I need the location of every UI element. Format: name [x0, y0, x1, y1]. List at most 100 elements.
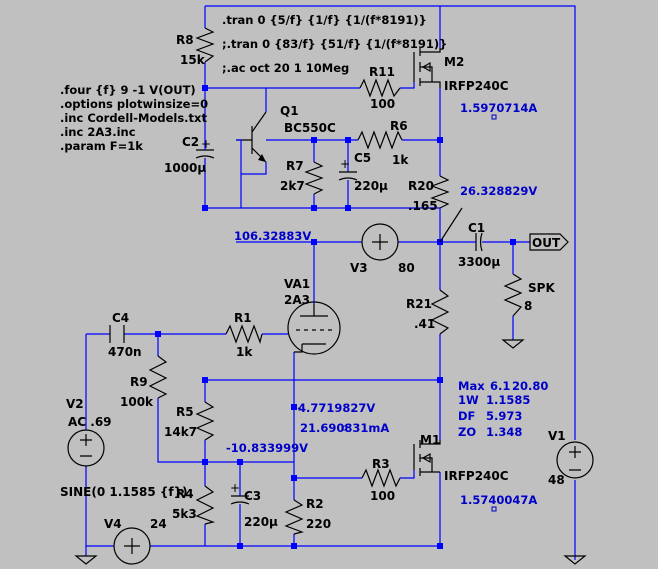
q1-transistor — [236, 111, 267, 174]
q1-name: Q1 — [280, 104, 299, 118]
c5-value: 220µ — [354, 179, 388, 193]
r21-resistor — [430, 289, 450, 335]
c1-value: 3300µ — [458, 255, 500, 269]
r5-value: 14k7 — [164, 425, 197, 439]
r1-resistor — [225, 324, 263, 345]
r7-value: 2k7 — [280, 179, 305, 193]
options-directive: .options plotwinsize=0 — [60, 97, 208, 111]
v4-value: 24 — [150, 517, 167, 531]
v2-value: AC .69 — [68, 415, 112, 429]
stats-block: Max 6.1 20.80 1W 1.1585 DF 5.973 ZO 1.34… — [458, 379, 548, 439]
r20-value: .165 — [408, 199, 438, 213]
r7-name: R7 — [286, 159, 304, 173]
r21-value: .41 — [414, 317, 435, 331]
m1-current: 1.5740047A — [460, 493, 537, 507]
c5-capacitor — [338, 171, 358, 190]
r8-name: R8 — [176, 33, 194, 47]
m2-current: 1.5970714A — [460, 101, 537, 115]
c2-value: 1000µ — [164, 161, 206, 175]
zo-value: 1.348 — [486, 425, 522, 439]
cathode-current: 21.690831mA — [300, 421, 389, 435]
out-flag — [529, 233, 569, 251]
c3-plus: + — [230, 481, 240, 495]
r1-name: R1 — [234, 311, 252, 325]
spk-resistor — [501, 273, 525, 349]
bias-node-voltage: -10.833999V — [226, 441, 308, 455]
q1-value: BC550C — [284, 121, 336, 135]
r4-resistor — [195, 485, 216, 525]
r11-value: 100 — [370, 97, 395, 111]
r5-resistor — [195, 401, 215, 441]
c1-name: C1 — [468, 221, 485, 235]
ac-directive: ;.ac oct 20 1 10Meg — [222, 61, 349, 75]
m1-value: IRFP240C — [444, 469, 509, 483]
df-label: DF — [458, 409, 475, 423]
r8-resistor — [195, 27, 215, 63]
c3-name: C3 — [244, 489, 261, 503]
v1-value: 48 — [548, 473, 565, 487]
r3-name: R3 — [372, 457, 390, 471]
w-value: 1.1585 — [486, 393, 530, 407]
r5-name: R5 — [176, 405, 194, 419]
c4-capacitor — [109, 325, 125, 343]
inc-directive-1: .inc Cordell-Models.txt — [60, 111, 207, 125]
r9-value: 100k — [120, 395, 154, 409]
out-label: OUT — [532, 236, 561, 250]
m1-name: M1 — [420, 433, 440, 447]
r4-value: 5k3 — [172, 507, 197, 521]
node-measurements: 1.5970714A 26.328829V 106.32883V 4.77198… — [226, 101, 537, 507]
spk-name: SPK — [528, 281, 555, 295]
r9-name: R9 — [130, 375, 148, 389]
m2-value: IRFP240C — [444, 79, 509, 93]
tran-directive-commented: ;.tran 0 {83/f} {51/f} {1/(f*8191)} — [222, 37, 447, 51]
m2-mosfet — [413, 48, 441, 88]
grid-node-voltage: 106.32883V — [234, 229, 311, 243]
max-b: 20.80 — [512, 379, 548, 393]
four-directive: .four {f} 9 -1 V(OUT) — [60, 83, 196, 97]
r3-value: 100 — [370, 489, 395, 503]
v2-source — [67, 429, 105, 565]
m2-name: M2 — [444, 55, 464, 69]
spice-directives: .tran 0 {5/f} {1/f} {1/(f*8191)} ;.tran … — [60, 13, 447, 153]
w-label: 1W — [458, 393, 479, 407]
r2-resistor — [284, 499, 305, 535]
r8-value: 15k — [180, 53, 206, 67]
r6-value: 1k — [392, 153, 409, 167]
r21-name: R21 — [406, 297, 432, 311]
c5-name: C5 — [354, 151, 371, 165]
cathode-voltage: 4.7719827V — [298, 401, 375, 415]
v4-name: V4 — [104, 517, 122, 531]
r2-value: 220 — [306, 517, 331, 531]
v2-sine: SINE(0 1.1585 {f}) — [60, 485, 188, 499]
v3-value: 80 — [398, 261, 415, 275]
c3-capacitor — [230, 495, 250, 512]
inc-directive-2: .inc 2A3.inc — [60, 125, 136, 139]
c2-plus: + — [201, 137, 211, 151]
r2-name: R2 — [306, 497, 324, 511]
zo-label: ZO — [458, 425, 476, 439]
c1-capacitor — [470, 232, 486, 252]
m1-mosfet — [413, 440, 441, 476]
v3-source — [361, 223, 399, 261]
out-node-voltage: 26.328829V — [460, 184, 537, 198]
r20-name: R20 — [408, 179, 434, 193]
r9-resistor — [148, 355, 168, 399]
v1-source — [556, 441, 594, 565]
va1-name: VA1 — [284, 277, 310, 291]
v4-source — [113, 527, 151, 565]
tran-directive: .tran 0 {5/f} {1/f} {1/(f*8191)} — [222, 13, 427, 27]
r6-resistor — [357, 130, 403, 150]
r7-resistor — [304, 161, 324, 195]
c2-capacitor — [195, 142, 215, 172]
v1-name: V1 — [548, 429, 566, 443]
pointer-lines — [297, 207, 463, 411]
r1-value: 1k — [236, 345, 253, 359]
va1-value: 2A3 — [284, 293, 310, 307]
c3-value: 220µ — [244, 515, 278, 529]
r3-resistor — [361, 468, 401, 488]
max-a: 6.1 — [490, 379, 510, 393]
r11-resistor — [359, 78, 401, 98]
spk-value: 8 — [524, 299, 532, 313]
c4-value: 470n — [108, 345, 142, 359]
